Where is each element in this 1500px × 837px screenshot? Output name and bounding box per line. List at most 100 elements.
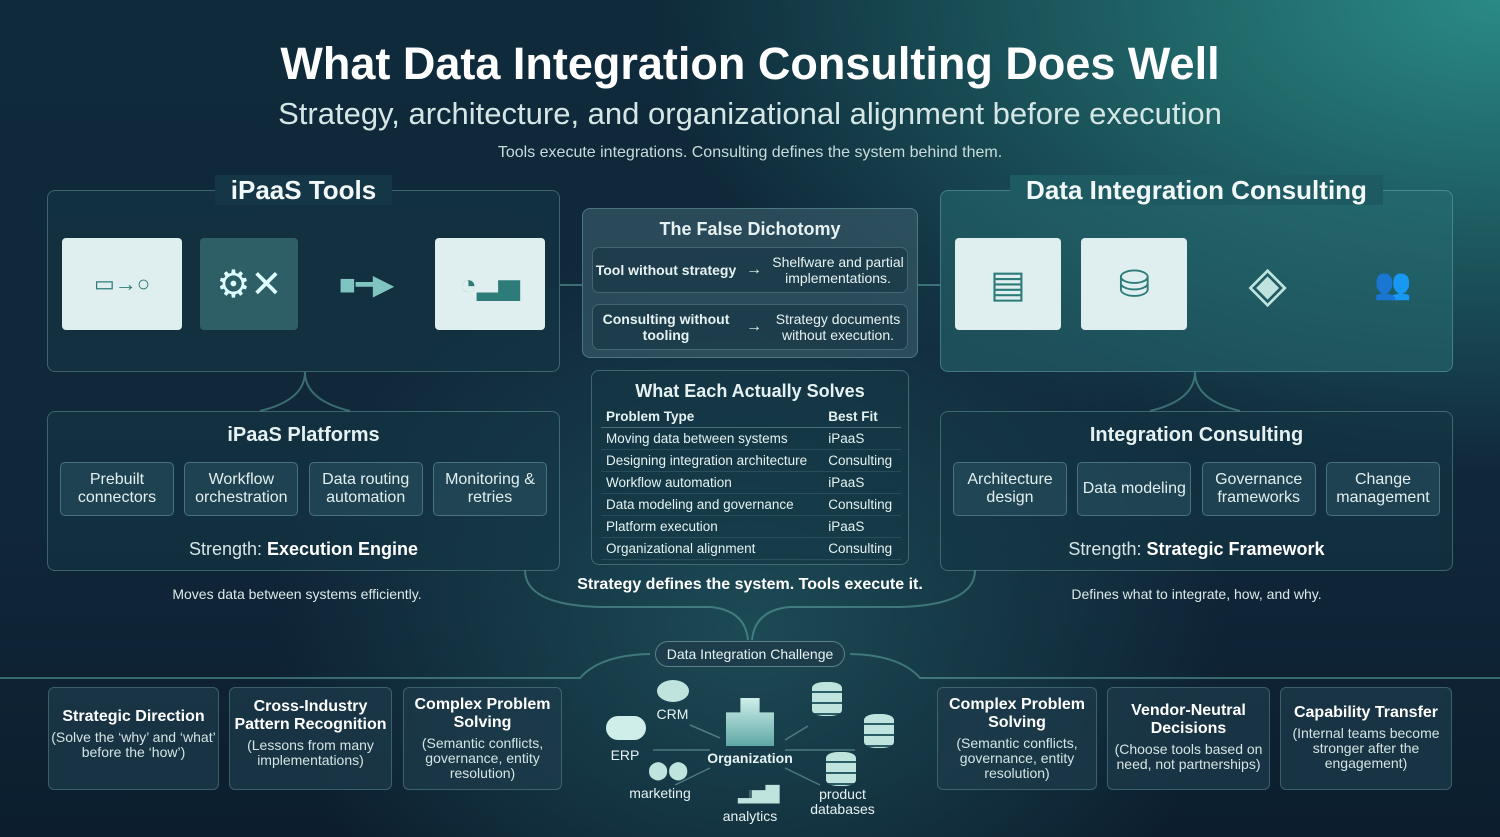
- analytics-chart-icon: ▂▅▇: [738, 783, 780, 803]
- best-fit-cell: iPaaS: [823, 515, 901, 538]
- arrow-right-icon: →: [746, 261, 762, 278]
- chip: Data modeling: [1077, 462, 1192, 516]
- row-effect: Shelfware and partial implementations.: [772, 254, 904, 286]
- layers-icon: ◈: [1248, 256, 1287, 312]
- challenge-label: Data Integration Challenge: [655, 641, 845, 667]
- card-title: Complex Problem Solving: [948, 696, 1086, 731]
- integration-consulting-panel: Integration Consulting Architecture desi…: [940, 411, 1453, 571]
- architecture-diagram-icon: ▤: [955, 238, 1061, 330]
- right-caption: Defines what to integrate, how, and why.: [1071, 586, 1322, 602]
- card-desc: (Lessons from many implementations): [247, 737, 374, 768]
- cloud-icon: [606, 716, 646, 740]
- crm-label: CRM: [656, 706, 689, 722]
- card-title: Strategic Direction: [62, 708, 205, 725]
- section-title: iPaaS Platforms: [227, 424, 380, 446]
- card-desc: (Internal teams become stronger after th…: [1292, 725, 1440, 771]
- team-network-icon: 👥: [1374, 267, 1412, 301]
- panel-title: Data Integration Consulting: [1010, 175, 1383, 205]
- challenge-network-lines: [653, 724, 855, 800]
- card-title: Cross-Industry Pattern Recognition: [234, 698, 387, 733]
- strength-value: Execution Engine: [267, 539, 419, 559]
- chip: Monitoring & retries: [432, 462, 547, 516]
- tools-grid-icon: ⚙✕: [200, 238, 299, 330]
- strength: Strength: Execution Engine: [48, 539, 559, 560]
- problem-type-cell: Data modeling and governance: [601, 493, 824, 516]
- database-icon: [826, 752, 856, 786]
- strength-label: Strength:: [1068, 539, 1142, 559]
- marketing-network-icon: ⬤⬤: [648, 760, 689, 780]
- problem-type-cell: Platform execution: [601, 515, 824, 538]
- chip: Architecture design: [953, 462, 1067, 516]
- row-cause: Consulting without tooling: [602, 311, 730, 343]
- benefit-card: Complex Problem Solving (Semantic conflic…: [403, 687, 562, 790]
- benefit-card: Complex Problem Solving (Semantic conflic…: [937, 687, 1097, 790]
- chip: Prebuilt connectors: [60, 462, 174, 516]
- dashboard-screenshot-icon: ◔▂▅: [434, 238, 545, 330]
- dichotomy-row: Tool without strategy → Shelfware and part…: [592, 247, 908, 293]
- ipaas-platforms-panel: iPaaS Platforms Prebuilt connectors Work…: [47, 411, 560, 571]
- arrow-right-icon: →: [746, 318, 762, 335]
- section-title: Integration Consulting: [1089, 424, 1304, 446]
- data-model-icon: ⛁: [1081, 238, 1188, 330]
- ipaas-tools-panel: iPaaS Tools ▭→○ ⚙✕ ■━▶ ◔▂▅: [47, 175, 560, 372]
- flow-branch-icon: ■━▶: [339, 268, 395, 300]
- chip: Governance frameworks: [1201, 462, 1316, 516]
- app-workflow-screenshot-icon: ▭→○: [62, 238, 182, 330]
- problem-type-cell: Designing integration architecture: [601, 449, 824, 472]
- strength-value: Strategic Framework: [1146, 539, 1325, 559]
- chip: Workflow orchestration: [184, 462, 299, 516]
- strength-label: Strength:: [188, 539, 262, 559]
- crm-database-icon: [657, 680, 689, 702]
- best-fit-cell: Consulting: [823, 537, 901, 560]
- col-header: Best Fit: [823, 407, 901, 428]
- database-icon: [864, 714, 894, 748]
- card-title: Complex Problem Solving: [414, 696, 551, 731]
- card-desc: (Choose tools based on need, not partner…: [1114, 741, 1263, 772]
- panel-title: iPaaS Tools: [214, 175, 393, 205]
- card-title: Vendor-Neutral Decisions: [1131, 702, 1246, 737]
- chip: Change management: [1325, 462, 1440, 516]
- solves-title: What Each Actually Solves: [635, 381, 865, 401]
- database-icon: [812, 682, 842, 716]
- best-fit-cell: iPaaS: [823, 471, 901, 494]
- benefit-card: Strategic Direction (Solve the ‘why’ and …: [48, 687, 219, 790]
- marketing-label: marketing: [629, 785, 691, 801]
- best-fit-cell: Consulting: [823, 493, 901, 516]
- benefit-card: Capability Transfer (Internal teams becom…: [1280, 687, 1452, 790]
- false-dichotomy-box: The False Dichotomy Tool without strateg…: [582, 208, 918, 358]
- chip: Data routing automation: [308, 462, 423, 516]
- col-header: Problem Type: [601, 407, 824, 428]
- dichotomy-title: The False Dichotomy: [659, 219, 841, 239]
- page-subtitle: Strategy, architecture, and organization…: [278, 96, 1222, 131]
- page-title: What Data Integration Consulting Does We…: [280, 38, 1220, 89]
- benefit-card: Cross-Industry Pattern Recognition (Lesso…: [229, 687, 392, 790]
- strength: Strength: Strategic Framework: [941, 539, 1452, 560]
- row-cause: Tool without strategy: [595, 262, 737, 278]
- card-desc: (Solve the ‘why’ and ‘what’ before the ‘…: [51, 729, 216, 760]
- consulting-panel: Data Integration Consulting ▤ ⛁ ◈ 👥: [940, 175, 1453, 372]
- tagline: Tools execute integrations. Consulting d…: [497, 144, 1003, 161]
- best-fit-cell: Consulting: [823, 449, 901, 472]
- organization-label: Organization: [707, 750, 793, 766]
- problem-type-cell: Organizational alignment: [601, 537, 824, 560]
- erp-label: ERP: [610, 747, 640, 763]
- product-databases-label: product databases: [810, 786, 875, 817]
- solves-footer: Strategy defines the system. Tools execu…: [577, 576, 923, 593]
- card-desc: (Semantic conflicts, governance, entity …: [421, 735, 544, 781]
- problem-type-cell: Workflow automation: [601, 471, 824, 494]
- benefit-card: Vendor-Neutral Decisions (Choose tools ba…: [1107, 687, 1270, 790]
- card-title: Capability Transfer: [1293, 704, 1439, 721]
- dichotomy-row: Consulting without tooling → Strategy docu…: [592, 304, 908, 350]
- analytics-label: analytics: [722, 808, 778, 824]
- card-desc: (Semantic conflicts, governance, entity …: [956, 735, 1078, 781]
- problem-type-cell: Moving data between systems: [601, 427, 824, 450]
- row-effect: Strategy documents without execution.: [775, 311, 901, 343]
